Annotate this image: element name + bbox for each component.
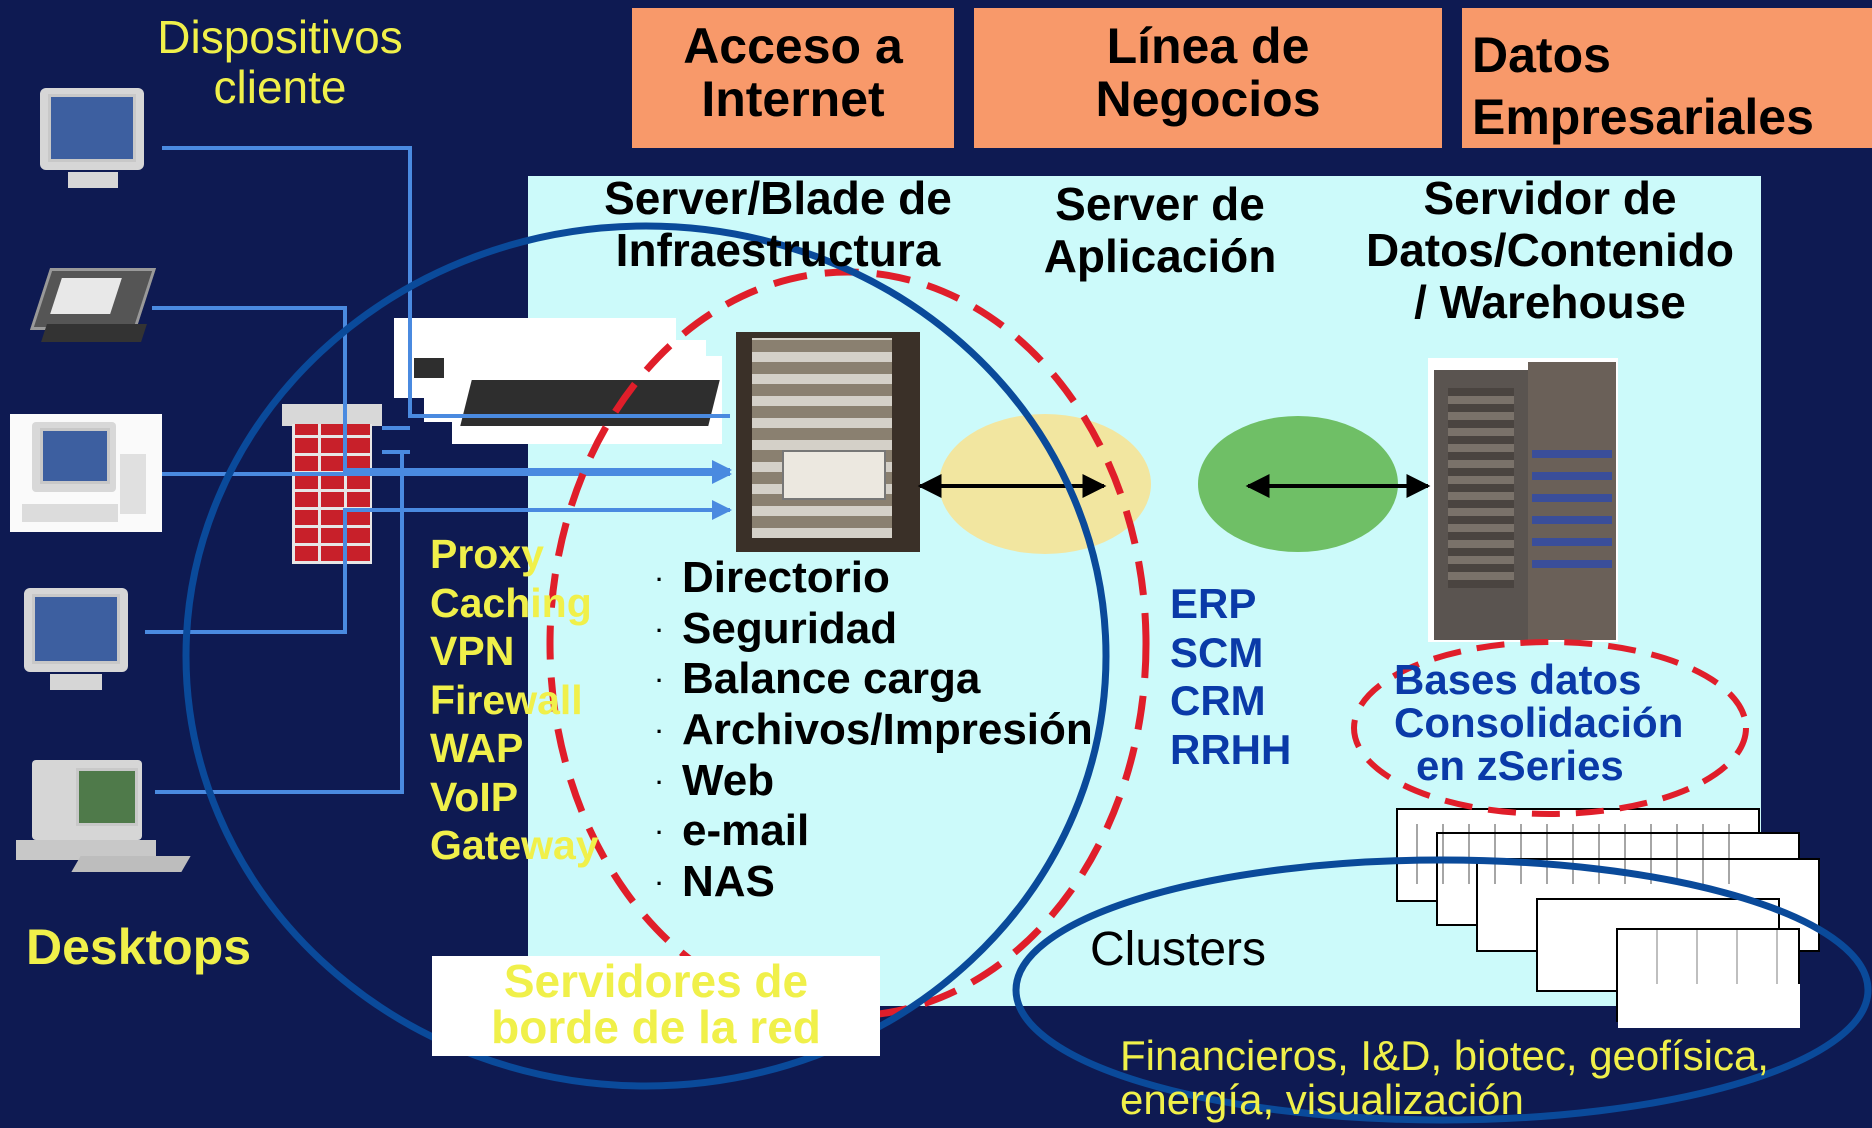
list-item: ·Balance carga bbox=[656, 654, 981, 704]
infra-title-line2: Infraestructura bbox=[615, 224, 941, 276]
monitor-icon bbox=[22, 586, 132, 696]
client-devices-line1: Dispositivos bbox=[157, 11, 403, 63]
infra-services-list: ·Directorio ·Seguridad ·Balance carga ·A… bbox=[656, 553, 1093, 908]
client-devices-line2: cliente bbox=[213, 61, 347, 113]
client-network-circle bbox=[182, 222, 1110, 1090]
list-item-label: Balance carga bbox=[682, 654, 981, 704]
header-business-line2: Negocios bbox=[1095, 71, 1321, 127]
list-item: SCM bbox=[1170, 628, 1264, 676]
consolidation-line2: Consolidación bbox=[1394, 699, 1684, 746]
list-item: ·NAS bbox=[656, 856, 775, 906]
app-services-list: ERP SCM CRM RRHH bbox=[1170, 580, 1291, 774]
client-connection-lines bbox=[145, 146, 732, 794]
monitor-icon bbox=[36, 84, 150, 192]
consolidation-line3: en zSeries bbox=[1416, 742, 1624, 789]
terminal-icon bbox=[10, 414, 162, 532]
list-item: ·e-mail bbox=[656, 806, 810, 856]
list-item: ·Web bbox=[656, 755, 775, 805]
cluster-uses-line1: Financieros, I&D, biotec, geofísica, bbox=[1120, 1032, 1769, 1079]
header-business-line1: Línea de bbox=[1106, 18, 1310, 74]
list-item: CRM bbox=[1170, 677, 1266, 724]
app-title-line1: Server de bbox=[1055, 178, 1265, 230]
data-title-line3: / Warehouse bbox=[1414, 276, 1686, 328]
list-item-label: Directorio bbox=[682, 553, 890, 602]
app-column-title: Server de Aplicación bbox=[1010, 178, 1310, 282]
list-item: Proxy bbox=[430, 531, 544, 577]
header-data-line2: Empresariales bbox=[1472, 89, 1814, 145]
infra-column-title: Server/Blade de Infraestructura bbox=[560, 172, 996, 276]
clusters-label: Clusters bbox=[1090, 923, 1267, 976]
data-column-title: Servidor de Datos/Contenido / Warehouse bbox=[1330, 172, 1770, 328]
edge-servers-line1: Servidores de bbox=[503, 955, 809, 1007]
desktops-label: Desktops bbox=[26, 919, 252, 975]
list-item: Firewall bbox=[430, 676, 583, 723]
firewall-brick-icon bbox=[282, 404, 382, 564]
list-item-label: Archivos/Impresión bbox=[682, 704, 1093, 754]
list-item-label: NAS bbox=[682, 856, 775, 906]
header-data-line1: Datos bbox=[1472, 27, 1611, 83]
list-item: Gateway bbox=[430, 822, 599, 868]
edge-servers-line2: borde de la red bbox=[491, 1001, 821, 1053]
list-item-label: Seguridad bbox=[682, 603, 898, 653]
data-title-line2: Datos/Contenido bbox=[1366, 224, 1734, 276]
list-item-label: e-mail bbox=[682, 806, 810, 856]
list-item: ·Seguridad bbox=[656, 603, 898, 653]
mainframe-icon bbox=[1428, 358, 1618, 642]
client-devices-label: Dispositivos cliente bbox=[120, 12, 440, 112]
consolidation-line1: Bases datos bbox=[1394, 656, 1642, 703]
header-enterprise-data: Datos Empresariales bbox=[1462, 8, 1872, 148]
header-internet-line2: Internet bbox=[701, 71, 885, 127]
blade-server-icon bbox=[394, 318, 724, 444]
edge-servers-label: Servidores de borde de la red bbox=[432, 956, 880, 1056]
list-item: VPN bbox=[430, 628, 515, 674]
header-business-line: Línea de Negocios bbox=[974, 8, 1442, 148]
list-item: Caching bbox=[430, 579, 592, 626]
desktop-pc-icon bbox=[16, 760, 192, 878]
cluster-uses-line2: energía, visualización bbox=[1120, 1076, 1524, 1123]
data-title-line1: Servidor de bbox=[1423, 172, 1677, 224]
edge-services-list: Proxy Caching VPN Firewall WAP VoIP Gate… bbox=[430, 530, 599, 870]
app-title-line2: Aplicación bbox=[1043, 230, 1277, 282]
header-internet-line1: Acceso a bbox=[683, 18, 903, 74]
consolidation-text: Bases datos Consolidación en zSeries bbox=[1394, 658, 1683, 787]
header-internet-access: Acceso a Internet bbox=[632, 8, 954, 148]
consolidation-dashed-ellipse bbox=[1351, 639, 1749, 817]
list-item: RRHH bbox=[1170, 725, 1292, 773]
rack-server-icon bbox=[736, 332, 920, 552]
list-item: VoIP bbox=[430, 773, 519, 820]
list-item: ·Directorio bbox=[656, 553, 890, 602]
clusters-ellipse bbox=[1012, 856, 1872, 1124]
list-item: WAP bbox=[430, 725, 524, 771]
infra-title-line1: Server/Blade de bbox=[604, 172, 952, 224]
cluster-uses-text: Financieros, I&D, biotec, geofísica, ene… bbox=[1120, 1034, 1769, 1122]
list-item: ERP bbox=[1170, 580, 1257, 627]
list-item: ·Archivos/Impresión bbox=[656, 704, 1093, 754]
list-item-label: Web bbox=[682, 755, 775, 805]
